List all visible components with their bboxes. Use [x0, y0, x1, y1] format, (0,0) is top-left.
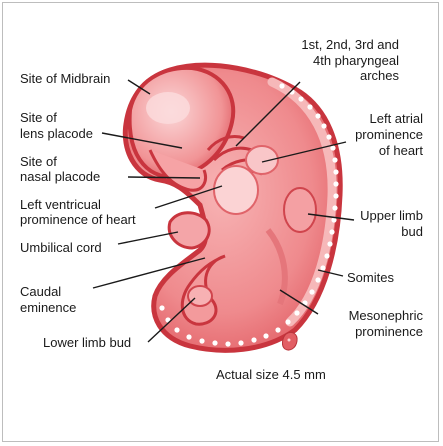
label-mesonephric-line2: prominence: [355, 324, 423, 339]
upper-limb-bud: [284, 188, 316, 232]
label-upper-limb-line2: bud: [401, 224, 423, 239]
label-upper-limb-line1: Upper limb: [360, 208, 423, 223]
label-lower-limb-bud: Lower limb bud: [43, 335, 131, 350]
actual-size-embryo-icon: [282, 332, 297, 350]
umbilical-cord: [169, 213, 209, 248]
label-site-of-midbrain: Site of Midbrain: [20, 71, 110, 86]
label-umbilical-cord: Umbilical cord: [20, 240, 102, 255]
label-nasal-placode-line2: nasal placode: [20, 169, 100, 184]
label-left-atrial-line1: Left atrial: [370, 111, 423, 126]
label-somites: Somites: [347, 270, 394, 285]
label-pharyngeal-line2: 4th pharyngeal: [313, 53, 399, 68]
leader-nasal-placode: [128, 177, 200, 178]
label-left-atrial-line3: of heart: [379, 143, 423, 158]
label-nasal-placode-line1: Site of: [20, 154, 57, 169]
label-left-ventricular-line2: prominence of heart: [20, 212, 136, 227]
label-left-ventricular-line1: Left ventricual: [20, 197, 101, 212]
label-caudal-eminence-line2: eminence: [20, 300, 76, 315]
label-caudal-eminence-line1: Caudal: [20, 284, 61, 299]
label-pharyngeal-line1: 1st, 2nd, 3rd and: [301, 37, 399, 52]
label-lens-placode-line2: lens placode: [20, 126, 93, 141]
label-lens-placode-line1: Site of: [20, 110, 57, 125]
caption-actual-size: Actual size 4.5 mm: [216, 367, 326, 382]
label-pharyngeal-line3: arches: [360, 68, 399, 83]
leader-umbilical: [118, 232, 178, 244]
label-mesonephric-line1: Mesonephric: [349, 308, 423, 323]
label-left-atrial-line2: prominence: [355, 127, 423, 142]
